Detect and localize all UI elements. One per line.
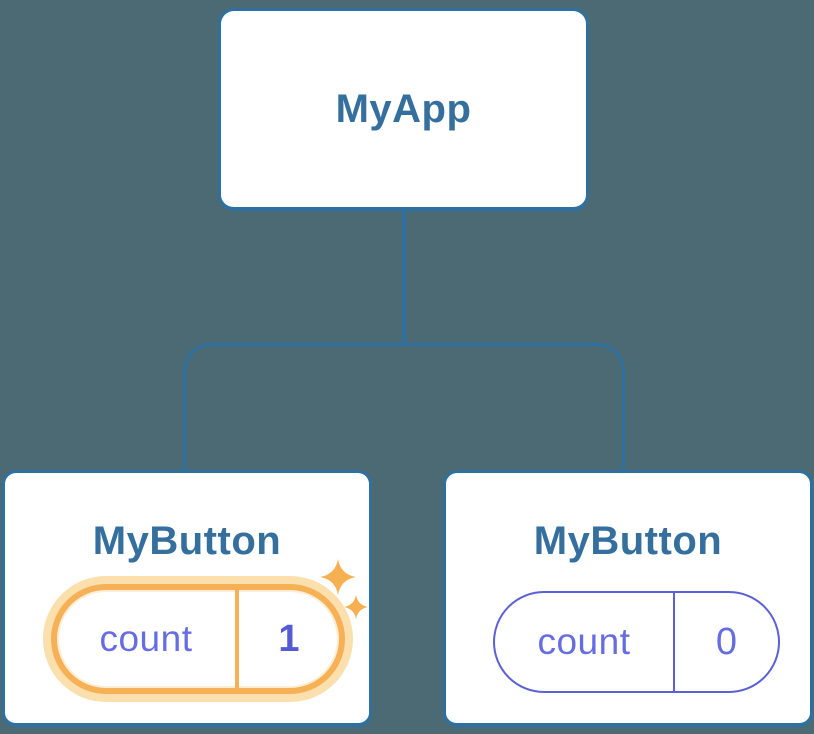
state-value-label: 1: [278, 617, 300, 660]
state-pill-divider: [673, 593, 675, 691]
state-value-label: 0: [715, 620, 738, 663]
node-myapp: MyApp: [218, 8, 589, 211]
node-mybutton-right-label: MyButton: [533, 519, 723, 563]
state-pill-plain: count 0: [493, 591, 780, 693]
node-mybutton-left-label: MyButton: [92, 519, 282, 563]
connector-bracket: [183, 343, 625, 470]
state-pill-divider: [235, 590, 239, 688]
connector-stem: [402, 211, 406, 345]
node-mybutton-right: MyButton count 0: [443, 470, 813, 727]
state-key-label: count: [537, 621, 631, 662]
node-mybutton-left: MyButton count 1: [2, 470, 372, 727]
state-pill-highlighted: count 1: [51, 584, 345, 694]
state-key-label: count: [99, 618, 193, 659]
node-myapp-label: MyApp: [335, 86, 472, 131]
